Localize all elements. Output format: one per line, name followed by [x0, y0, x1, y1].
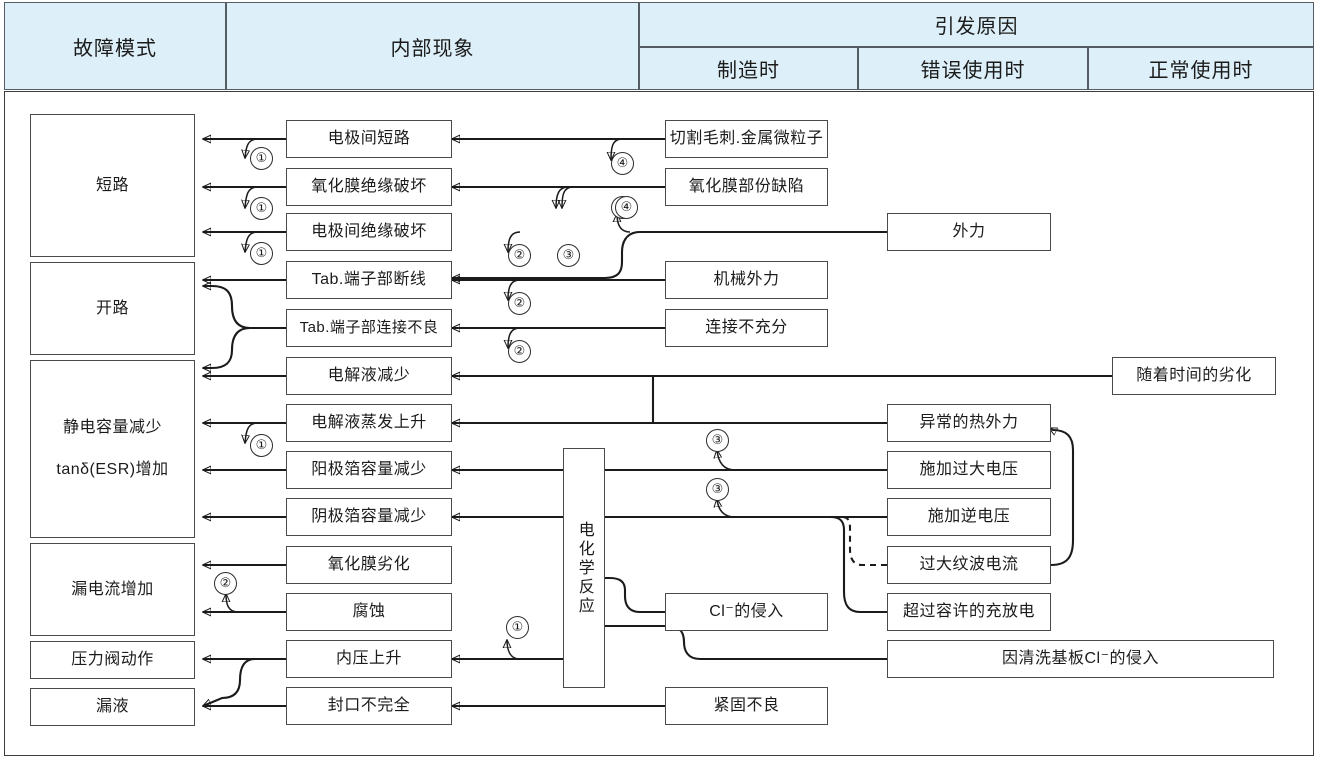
capacitance-loss-line-2: tanδ(ESR)增加 — [56, 461, 169, 478]
marker-3a: ③ — [557, 244, 580, 267]
header-cause-group: 引发原因 — [639, 2, 1314, 47]
marker-2b: ② — [508, 292, 531, 315]
header-failure-mode: 故障模式 — [4, 2, 226, 90]
failure-mode-short-circuit[interactable]: 短路 — [30, 114, 195, 257]
cause-pcb-cleaning-chloride-intrusion[interactable]: 因清洗基板Cl⁻的侵入 — [887, 640, 1274, 678]
phenomenon-internal-pressure-rise[interactable]: 内压上升 — [286, 640, 452, 678]
phenomenon-incomplete-sealing[interactable]: 封口不完全 — [286, 687, 452, 725]
phenomenon-cathode-foil-capacity-drop[interactable]: 阴极箔容量减少 — [286, 498, 452, 536]
cause-excessive-ripple-current[interactable]: 过大纹波电流 — [887, 546, 1051, 584]
phenomenon-anode-foil-capacity-drop[interactable]: 阳极箔容量减少 — [286, 451, 452, 489]
cause-poor-fastening[interactable]: 紧固不良 — [665, 687, 828, 725]
marker-1e: ① — [506, 616, 529, 639]
phenomenon-electrode-short[interactable]: 电极间短路 — [286, 120, 452, 158]
cause-cutting-burr-metal-particles[interactable]: 切割毛刺.金属微粒子 — [665, 120, 828, 158]
marker-3c: ③ — [706, 429, 729, 452]
cause-mechanical-external-force[interactable]: 机械外力 — [665, 261, 828, 299]
phenomenon-tab-terminal-break[interactable]: Tab.端子部断线 — [286, 261, 452, 299]
marker-1b: ① — [250, 197, 273, 220]
cause-chloride-intrusion[interactable]: Cl⁻的侵入 — [665, 593, 828, 631]
cause-over-allowed-charge-discharge[interactable]: 超过容许的充放电 — [887, 593, 1051, 631]
phenomenon-corrosion[interactable]: 腐蚀 — [286, 593, 452, 631]
marker-1d: ① — [250, 434, 273, 457]
phenomenon-electrolyte-decrease[interactable]: 电解液减少 — [286, 357, 452, 395]
phenomenon-electrolyte-evaporation[interactable]: 电解液蒸发上升 — [286, 404, 452, 442]
marker-2c: ② — [508, 340, 531, 363]
marker-2a: ② — [508, 244, 531, 267]
phenomenon-tab-terminal-bad-connection[interactable]: Tab.端子部连接不良 — [286, 309, 452, 347]
marker-1c: ① — [250, 242, 273, 265]
cause-time-degradation[interactable]: 随着时间的劣化 — [1112, 357, 1276, 395]
cause-external-force[interactable]: 外力 — [887, 213, 1051, 251]
failure-mode-leakage-current[interactable]: 漏电流增加 — [30, 543, 195, 636]
header-cause-normal: 正常使用时 — [1088, 47, 1314, 90]
marker-4b: ④ — [615, 196, 638, 219]
cause-reverse-voltage-applied[interactable]: 施加逆电压 — [887, 498, 1051, 536]
electrochemical-reaction-box[interactable]: 电化学反应 — [563, 448, 605, 688]
marker-2d: ② — [214, 572, 237, 595]
phenomenon-oxide-film-degradation[interactable]: 氧化膜劣化 — [286, 546, 452, 584]
failure-mode-leak[interactable]: 漏液 — [30, 688, 195, 726]
header-internal-phenomenon: 内部现象 — [226, 2, 639, 90]
cause-overvoltage-applied[interactable]: 施加过大电压 — [887, 451, 1051, 489]
marker-1a: ① — [250, 147, 273, 170]
cause-insufficient-connection[interactable]: 连接不充分 — [665, 309, 828, 347]
marker-3d: ③ — [706, 478, 729, 501]
marker-4a: ④ — [611, 152, 634, 175]
header-cause-misuse: 错误使用时 — [858, 47, 1088, 90]
phenomenon-electrode-insulation-breakdown[interactable]: 电极间绝缘破坏 — [286, 213, 452, 251]
phenomenon-oxide-insulation-breakdown[interactable]: 氧化膜绝缘破坏 — [286, 168, 452, 206]
cause-abnormal-thermal-force[interactable]: 异常的热外力 — [887, 404, 1051, 442]
header-cause-manufacture: 制造时 — [639, 47, 858, 90]
capacitance-loss-line-1: 静电容量减少 — [62, 419, 162, 437]
cause-oxide-film-partial-defect[interactable]: 氧化膜部份缺陷 — [665, 168, 828, 206]
failure-mode-open-circuit[interactable]: 开路 — [30, 262, 195, 355]
failure-mode-capacitance-loss[interactable]: 静电容量减少 tanδ(ESR)增加 — [30, 360, 195, 538]
failure-mode-pressure-valve[interactable]: 压力阀动作 — [30, 641, 195, 679]
